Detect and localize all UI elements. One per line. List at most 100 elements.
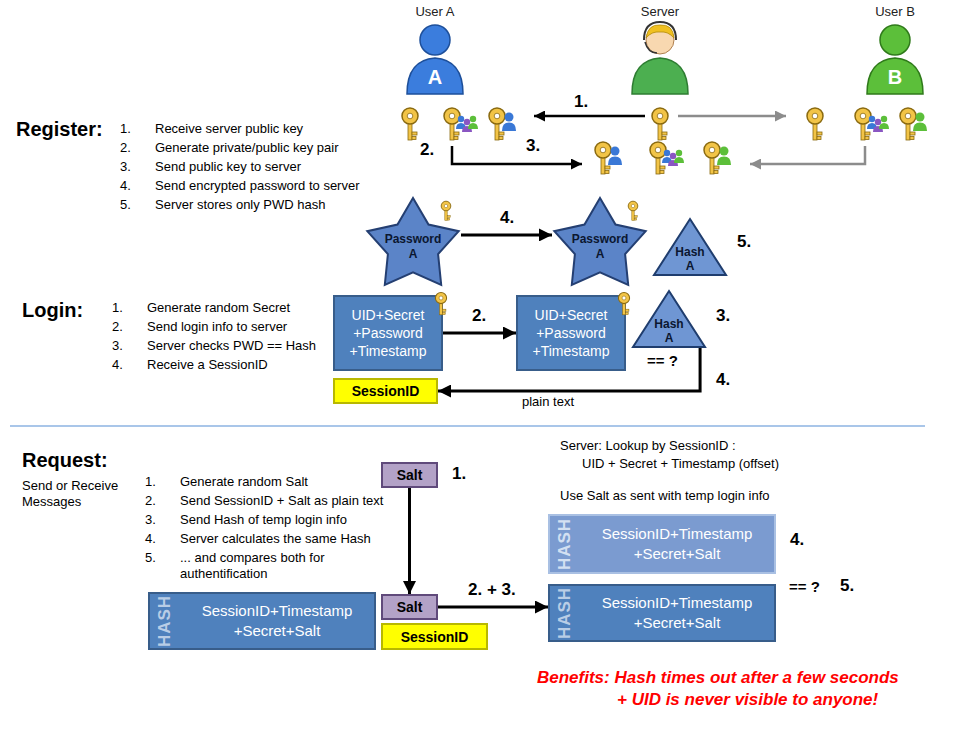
comparison-mark: == ? xyxy=(789,578,820,596)
connector-arrow xyxy=(461,233,552,236)
key-icon xyxy=(402,108,418,140)
key-icon xyxy=(628,201,638,220)
user-key-icon xyxy=(595,142,622,174)
step-text: Send login info to server xyxy=(147,319,287,335)
session-id-box: SessionID xyxy=(381,623,488,650)
hash-tag: HASH xyxy=(555,518,575,570)
user-key-icon xyxy=(489,108,516,140)
step-text: 4. xyxy=(145,531,156,547)
section-heading: Request: xyxy=(22,448,108,472)
step-text: 1. xyxy=(145,474,156,490)
star-outline xyxy=(367,198,458,285)
hash-box: HASH SessionID+Timestamp +Secret+Salt xyxy=(548,584,776,642)
server-key-icon xyxy=(652,108,668,140)
node-text: SessionID+Timestamp +Secret+Salt xyxy=(602,593,753,633)
hash-box: HASH SessionID+Timestamp +Secret+Salt xyxy=(148,592,376,650)
connector-label: plain text xyxy=(520,394,576,410)
connector-arrow xyxy=(443,332,516,335)
step-text: Receive server public key xyxy=(155,121,303,137)
callout-number: 3. xyxy=(716,306,730,326)
node-text: Password A xyxy=(572,232,629,262)
step-text: 4. xyxy=(120,178,131,194)
benefit-note: + UID is never visible to anyone! xyxy=(617,690,878,710)
step-text: Generate random Salt xyxy=(180,474,308,490)
step-text: Server stores only PWD hash xyxy=(155,197,326,213)
triangle-outline xyxy=(633,291,705,347)
step-text: 1. xyxy=(120,121,131,137)
triangle-outline xyxy=(654,219,726,275)
step-text: 4. xyxy=(112,357,123,373)
node-text: SessionID+Timestamp +Secret+Salt xyxy=(202,601,353,641)
step-text: Use Salt as sent with temp login info xyxy=(560,488,770,504)
section-heading: Login: xyxy=(22,298,83,322)
hash-tag: HASH xyxy=(555,587,575,639)
step-text: Send public key to server xyxy=(155,159,301,175)
star-outline xyxy=(554,198,645,285)
benefit-note: Benefits: Hash times out after a few sec… xyxy=(537,668,899,688)
key-icon xyxy=(441,201,451,220)
step-text: 2. xyxy=(145,493,156,509)
callout-number: 1. xyxy=(452,464,466,484)
hash-box-faded: HASH SessionID+Timestamp +Secret+Salt xyxy=(548,514,776,574)
step-text: Send encrypted password to server xyxy=(155,178,360,194)
step-text: Generate random Secret xyxy=(147,300,290,316)
step-text: Generate private/public key pair xyxy=(155,140,339,156)
person-body xyxy=(632,58,688,94)
step-text: 3. xyxy=(120,159,131,175)
actor-name: Server xyxy=(620,4,700,20)
callout-number: 3. xyxy=(526,136,540,156)
callout-number: 5. xyxy=(840,576,854,596)
key-transfer-arrow xyxy=(678,115,786,118)
headset xyxy=(644,22,676,40)
step-text: Receive a SessionID xyxy=(147,357,268,373)
actor-letter: B xyxy=(855,66,935,88)
step-text: Send SessionID + Salt as plain text xyxy=(180,493,383,509)
hash-triangle: Hash A xyxy=(632,290,706,348)
salt-box: Salt xyxy=(381,594,438,620)
password-star: Password A xyxy=(365,198,461,286)
connector-label: 2. xyxy=(470,306,488,326)
callout-number: 2. xyxy=(420,140,434,160)
salt-box: Salt xyxy=(381,462,438,488)
password-star: Password A xyxy=(552,198,648,286)
step-text: 3. xyxy=(145,512,156,528)
step-text: UID + Secret + Timestamp (offset) xyxy=(582,456,779,472)
public-key-icon xyxy=(855,108,889,140)
user-key-icon xyxy=(900,108,927,140)
hash-tag: HASH xyxy=(155,595,175,647)
node-text: Password A xyxy=(385,232,442,262)
actor-name: User A xyxy=(395,4,475,20)
key-icon xyxy=(807,108,823,140)
headset-mic xyxy=(645,42,657,53)
comparison-mark: == ? xyxy=(647,352,678,370)
node-text: UID+Secret +Password +Timestamp xyxy=(533,306,610,360)
person-head xyxy=(880,25,910,55)
step-text: 5. xyxy=(145,550,156,566)
public-key-icon xyxy=(650,142,684,174)
step-text: 3. xyxy=(112,338,123,354)
server-icon: Server xyxy=(620,4,700,96)
key-transfer-arrow xyxy=(750,146,865,164)
callout-number: 4. xyxy=(716,370,730,390)
step-text: Server calculates the same Hash xyxy=(180,531,371,547)
node-text: SessionID+Timestamp +Secret+Salt xyxy=(602,524,753,564)
step-text: 2. xyxy=(112,319,123,335)
step-text: Send or Receive Messages xyxy=(22,478,134,510)
node-text: Hash A xyxy=(675,245,704,273)
login-info-box: UID+Secret +Password +Timestamp xyxy=(333,295,443,371)
step-text: 1. xyxy=(112,300,123,316)
step-text: Send Hash of temp login info xyxy=(180,512,347,528)
user-key-icon xyxy=(704,142,731,174)
step-text: ... and compares both for authentificati… xyxy=(180,550,375,582)
actor-letter: A xyxy=(395,66,475,88)
callout-number: 1. xyxy=(574,92,588,112)
connector-label: 2. + 3. xyxy=(466,580,518,600)
callout-number: 4. xyxy=(790,530,804,550)
node-text: UID+Secret +Password +Timestamp xyxy=(350,306,427,360)
node-text: SessionID xyxy=(401,629,469,645)
actor-name: User B xyxy=(855,4,935,20)
step-text: 5. xyxy=(120,197,131,213)
connector-arrow xyxy=(408,488,411,594)
person-hair xyxy=(646,25,674,38)
